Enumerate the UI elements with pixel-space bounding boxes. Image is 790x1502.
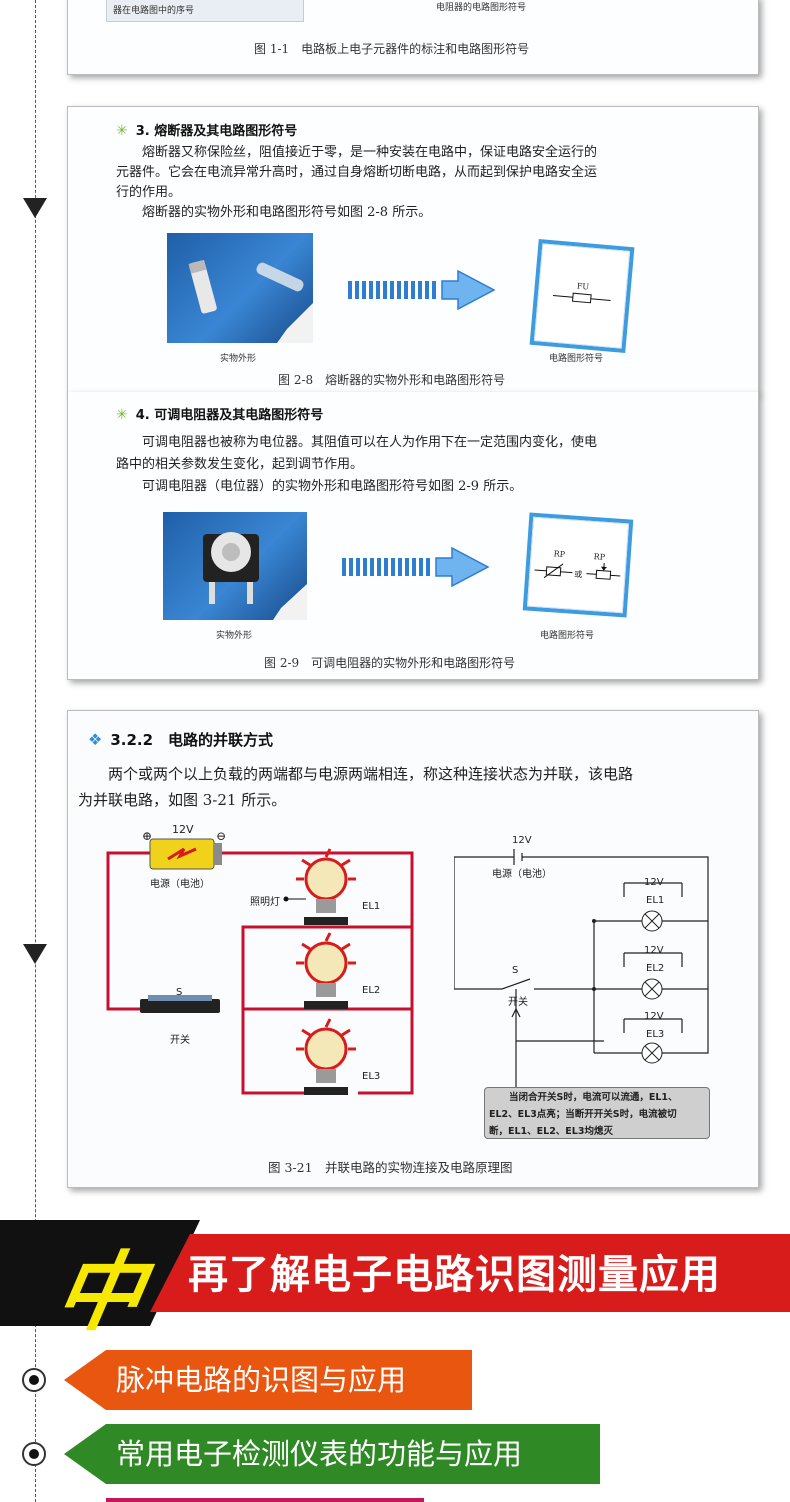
section-heading-text: 3. 熔断器及其电路图形符号 [135,124,298,139]
symbol-label: 电路图形符号 [540,631,595,641]
el1-label: EL1 [362,901,381,912]
bullet-dot-icon [22,1442,46,1466]
explanation-note: 当闭合开关S时，电流可以流通，EL1、 EL2、EL3点亮；当断开开关S时，电流… [484,1087,710,1139]
topic-tag: 常用电子检测仪表的功能与应用 [64,1424,600,1484]
section-heading: ❖ 3.2.2 电路的并联方式 [88,729,273,750]
symbol-label: 电路图形符号 [549,354,604,364]
symbol-card-text: 电阻器的电路图形符号 [436,3,527,13]
star-bullet-icon: ✳ [116,407,128,423]
potentiometer-symbol-card: RP RP 或 [526,516,630,614]
figure-panel-parallel-circuit: ❖ 3.2.2 电路的并联方式 两个或两个以上负载的两端都与电源两端相连，称这种连… [67,710,759,1188]
direction-arrow-icon [348,269,496,311]
figure-panel-1-1: 器在电路图中的序号 电阻器的电路图形符号 图 1-1 电路板上电子元器件的标注和… [67,0,759,75]
figure-caption: 图 2-9 可调电阻器的实物外形和电路图形符号 [264,656,516,670]
switch-label: 开关 [170,1035,190,1046]
plus-icon: ⊕ [142,829,153,843]
timeline-line [35,0,36,1502]
parallel-schematic-diagram [454,849,709,1091]
section-heading: ✳ 4. 可调电阻器及其电路图形符号 [116,404,323,423]
figure-caption: 图 1-1 电路板上电子元器件的标注和电路图形符号 [254,42,530,56]
paragraph-line: 可调电阻器也被称为电位器。其阻值可以在人为作用下在一定范围内变化，使电 [142,435,598,450]
banner-title: 再了解电子电路识图测量应用 [188,1252,721,1298]
parallel-wiring-diagram [106,838,414,1095]
timeline-arrow-icon [23,944,47,964]
rp-label: RP [593,552,606,562]
figure-panel-potentiometer: ✳ 4. 可调电阻器及其电路图形符号 可调电阻器也被称为电位器。其阻值可以在人为作… [67,392,759,680]
figure-caption: 图 3-21 并联电路的实物连接及电路原理图 [268,1160,513,1175]
fuse-photo [167,233,313,343]
card-label-box: 器在电路图中的序号 [106,0,304,22]
card-text: 器在电路图中的序号 [113,6,195,16]
schematic-power-label: 电源（电池） [492,869,552,880]
paragraph-line: 熔断器的实物外形和电路图形符号如图 2-8 所示。 [142,205,432,220]
schematic-v1: 12V [644,877,664,888]
next-tag-edge [106,1498,424,1502]
timeline-arrow-icon [23,198,47,218]
paragraph-line: 元器件。它会在电流异常升高时，通过自身熔断切断电路，从而起到保护电路安全运 [116,165,598,180]
minus-icon: ⊖ [216,829,227,843]
photo-label: 实物外形 [216,631,253,641]
lamp-label: 照明灯 [250,897,280,908]
potentiometer-symbol-icon [534,562,621,580]
paragraph-line: 两个或两个以上负载的两端都与电源两端相连，称这种连接状态为并联，该电路 [108,765,634,783]
figure-panel-fuse: ✳ 3. 熔断器及其电路图形符号 熔断器又称保险丝，阻值接近于零，是一种安装在电路… [67,106,759,394]
note-line: 当闭合开关S时，电流可以流通，EL1、 [509,1092,678,1103]
figure-caption: 图 2-8 熔断器的实物外形和电路图形符号 [278,373,506,387]
section-paragraph: 可调电阻器也被称为电位器。其阻值可以在人为作用下在一定范围内变化，使电 路中的相… [116,432,736,498]
schematic-el2: EL2 [646,963,665,974]
star-bullet-icon: ✳ [116,123,128,139]
section-heading: ✳ 3. 熔断器及其电路图形符号 [116,120,297,139]
section-paragraph: 两个或两个以上负载的两端都与电源两端相连，称这种连接状态为并联，该电路 为并联电… [78,761,748,813]
el3-label: EL3 [362,1071,381,1082]
topic-tag: 脉冲电路的识图与应用 [64,1350,472,1410]
direction-arrow-icon [342,546,490,588]
paragraph-line: 熔断器又称保险丝，阻值接近于零，是一种安装在电路中，保证电路安全运行的 [142,145,598,160]
note-line: EL2、EL3点亮；当断开开关S时，电流被切 [489,1109,677,1120]
paragraph-line: 可调电阻器（电位器）的实物外形和电路图形符号如图 2-9 所示。 [142,479,523,494]
switch-s-label: S [176,987,183,998]
rp-label: RP [553,549,566,560]
potentiometer-photo [163,512,307,620]
paragraph-line: 为并联电路，如图 3-21 所示。 [78,791,287,809]
el2-label: EL2 [362,985,381,996]
section-heading-text: 4. 可调电阻器及其电路图形符号 [135,408,324,423]
paragraph-line: 行的作用。 [116,185,182,200]
photo-label: 实物外形 [220,354,257,364]
section-paragraph: 熔断器又称保险丝，阻值接近于零，是一种安装在电路中，保证电路安全运行的 元器件。… [116,143,736,223]
battery-voltage: 12V [172,823,194,836]
diamond-bullet-icon: ❖ [88,730,103,749]
topic-tag-label: 常用电子检测仪表的功能与应用 [116,1437,523,1471]
fuse-symbol-icon [552,292,611,304]
fuse-symbol-card: FU [533,243,631,349]
schematic-switch-label: 开关 [508,997,528,1008]
schematic-el1: EL1 [646,895,665,906]
paragraph-line: 路中的相关参数发生变化，起到调节作用。 [116,457,364,472]
schematic-v3: 12V [644,1011,664,1022]
schematic-v2: 12V [644,945,664,956]
fu-label: FU [576,281,590,292]
power-label: 电源（电池） [150,879,210,890]
bullet-dot-icon [22,1368,46,1392]
banner-right-block [150,1234,790,1312]
schematic-battery-voltage: 12V [512,835,532,846]
topic-tag-label: 脉冲电路的识图与应用 [116,1363,407,1397]
note-line: 断，EL1、EL2、EL3均熄灭 [489,1126,613,1137]
schematic-s-label: S [512,965,519,976]
section-banner: 中 再了解电子电路识图测量应用 [0,1220,790,1343]
schematic-el3: EL3 [646,1029,665,1040]
section-heading-text: 3.2.2 电路的并联方式 [110,731,274,749]
